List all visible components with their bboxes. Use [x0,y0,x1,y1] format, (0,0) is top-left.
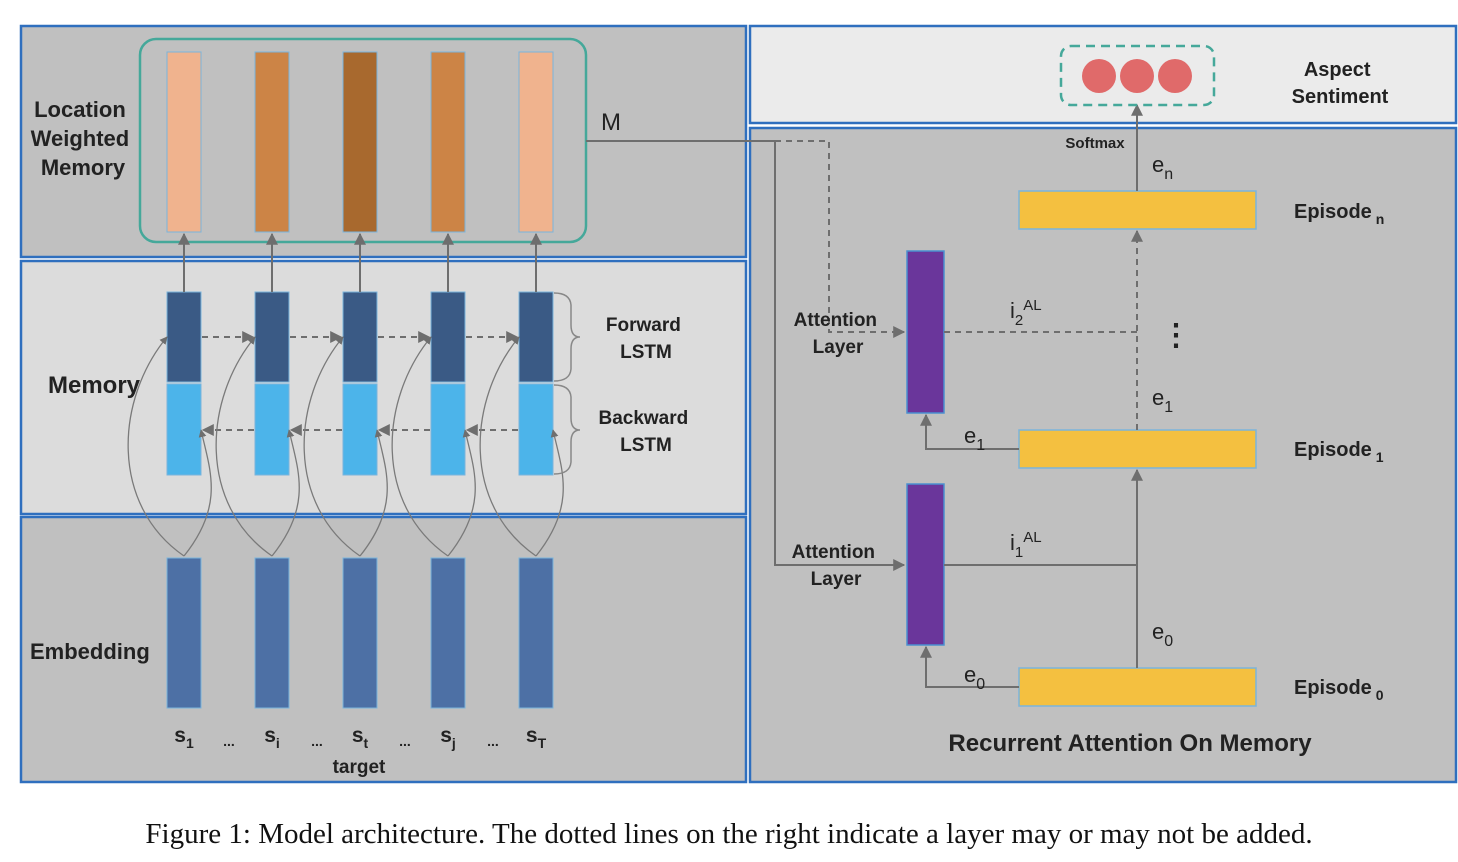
output-box [1059,44,1216,107]
lstm-column-3 [342,291,378,476]
recurrent-attention-title: Recurrent Attention On Memory [948,730,1312,757]
target-label: target [333,757,386,778]
memory-bar-3 [342,51,378,233]
memory-panel [19,259,748,516]
episode-0 [1018,667,1257,707]
backward-lstm-line: LSTM [620,435,672,456]
vertical-ellipsis: ⋮ [1161,319,1191,352]
token-label: sT [526,724,547,751]
location-weighted-memory-line: Memory [41,155,126,180]
attention-layer-2-line: Attention [794,310,877,331]
forward-lstm-line: LSTM [620,342,672,363]
aspect-sentiment-line: Aspect [1304,59,1371,81]
output-dot-2 [1120,59,1154,93]
embedding-bar-5 [518,557,554,709]
forward-lstm-label: Forward LSTM [606,315,686,363]
attention-layer-1 [906,483,945,646]
aspect-sentiment-label: Aspect Sentiment [1292,59,1389,108]
backward-lstm-line: Backward [598,408,688,429]
attention-layer-label-2: Attention Layer [794,310,883,358]
edge-e1-up-label: e1 [1152,385,1173,416]
memory-bar-2 [254,51,290,233]
token-ellipsis: ... [223,733,235,749]
lstm-column-5 [518,291,554,476]
edge-e1-left-label: e1 [964,423,985,454]
figure-caption: Figure 1: Model architecture. The dotted… [145,818,1313,850]
forward-lstm-brace [553,292,581,382]
lstm-to-memory-arrows [178,232,542,292]
embedding-bar-4 [430,557,466,709]
attention-layer-2 [906,250,945,414]
aspect-sentiment-line: Sentiment [1292,86,1389,108]
embedding-bar-3 [342,557,378,709]
backward-lstm-label: Backward LSTM [598,408,693,456]
token-ellipsis: ... [311,733,323,749]
embedding-panel [19,515,748,784]
token-label: si [264,724,280,751]
location-weighted-memory-line: Location [34,97,126,122]
embedding-label: Embedding [30,639,150,664]
edge-i1-label: i1AL [1010,529,1042,561]
token-label: s1 [174,724,194,751]
location-weighted-memory-label: Location Weighted Memory [31,97,136,180]
m-label: M [601,109,621,136]
memory-bar-1 [166,51,202,233]
edge-en-label: en [1152,152,1173,183]
softmax-label: Softmax [1065,135,1125,152]
token-label: sj [440,724,456,751]
memory-output-lines [586,140,906,571]
lstm-column-4 [430,291,466,476]
backward-lstm-brace [553,384,581,475]
memory-bar-5 [518,51,554,233]
output-dot-1 [1082,59,1116,93]
embedding-bar-1 [166,557,202,709]
output-dot-3 [1158,59,1192,93]
embedding-bar-2 [254,557,290,709]
episode-1 [1018,429,1257,469]
memory-bar-4 [430,51,466,233]
memory-dashed-line [775,140,906,338]
recurrent-solid-arrows [920,103,1143,688]
token-label: st [352,724,369,751]
memory-label: Memory [48,372,141,399]
attention-layer-2-line: Layer [813,337,864,358]
embedding-to-lstm-curves [127,336,564,557]
location-weighted-memory-line: Weighted [31,126,130,151]
attention-layer-1-line: Layer [811,569,862,590]
edge-e0-left-label: e0 [964,662,985,693]
attention-layer-1-line: Attention [792,542,875,563]
lstm-column-1 [166,291,202,476]
recurrent-dashed-arrows [944,229,1143,430]
forward-lstm-line: Forward [606,315,681,336]
token-ellipsis: ... [399,733,411,749]
edge-e0-up-label: e0 [1152,619,1173,650]
edge-i2-label: i2AL [1010,297,1042,329]
token-ellipsis: ... [487,733,499,749]
episode-n [1018,190,1257,230]
lstm-column-2 [254,291,290,476]
attention-layer-label-1: Attention Layer [792,542,881,590]
token-labels: s1 si st sj sT ... ... ... ... [174,724,546,751]
